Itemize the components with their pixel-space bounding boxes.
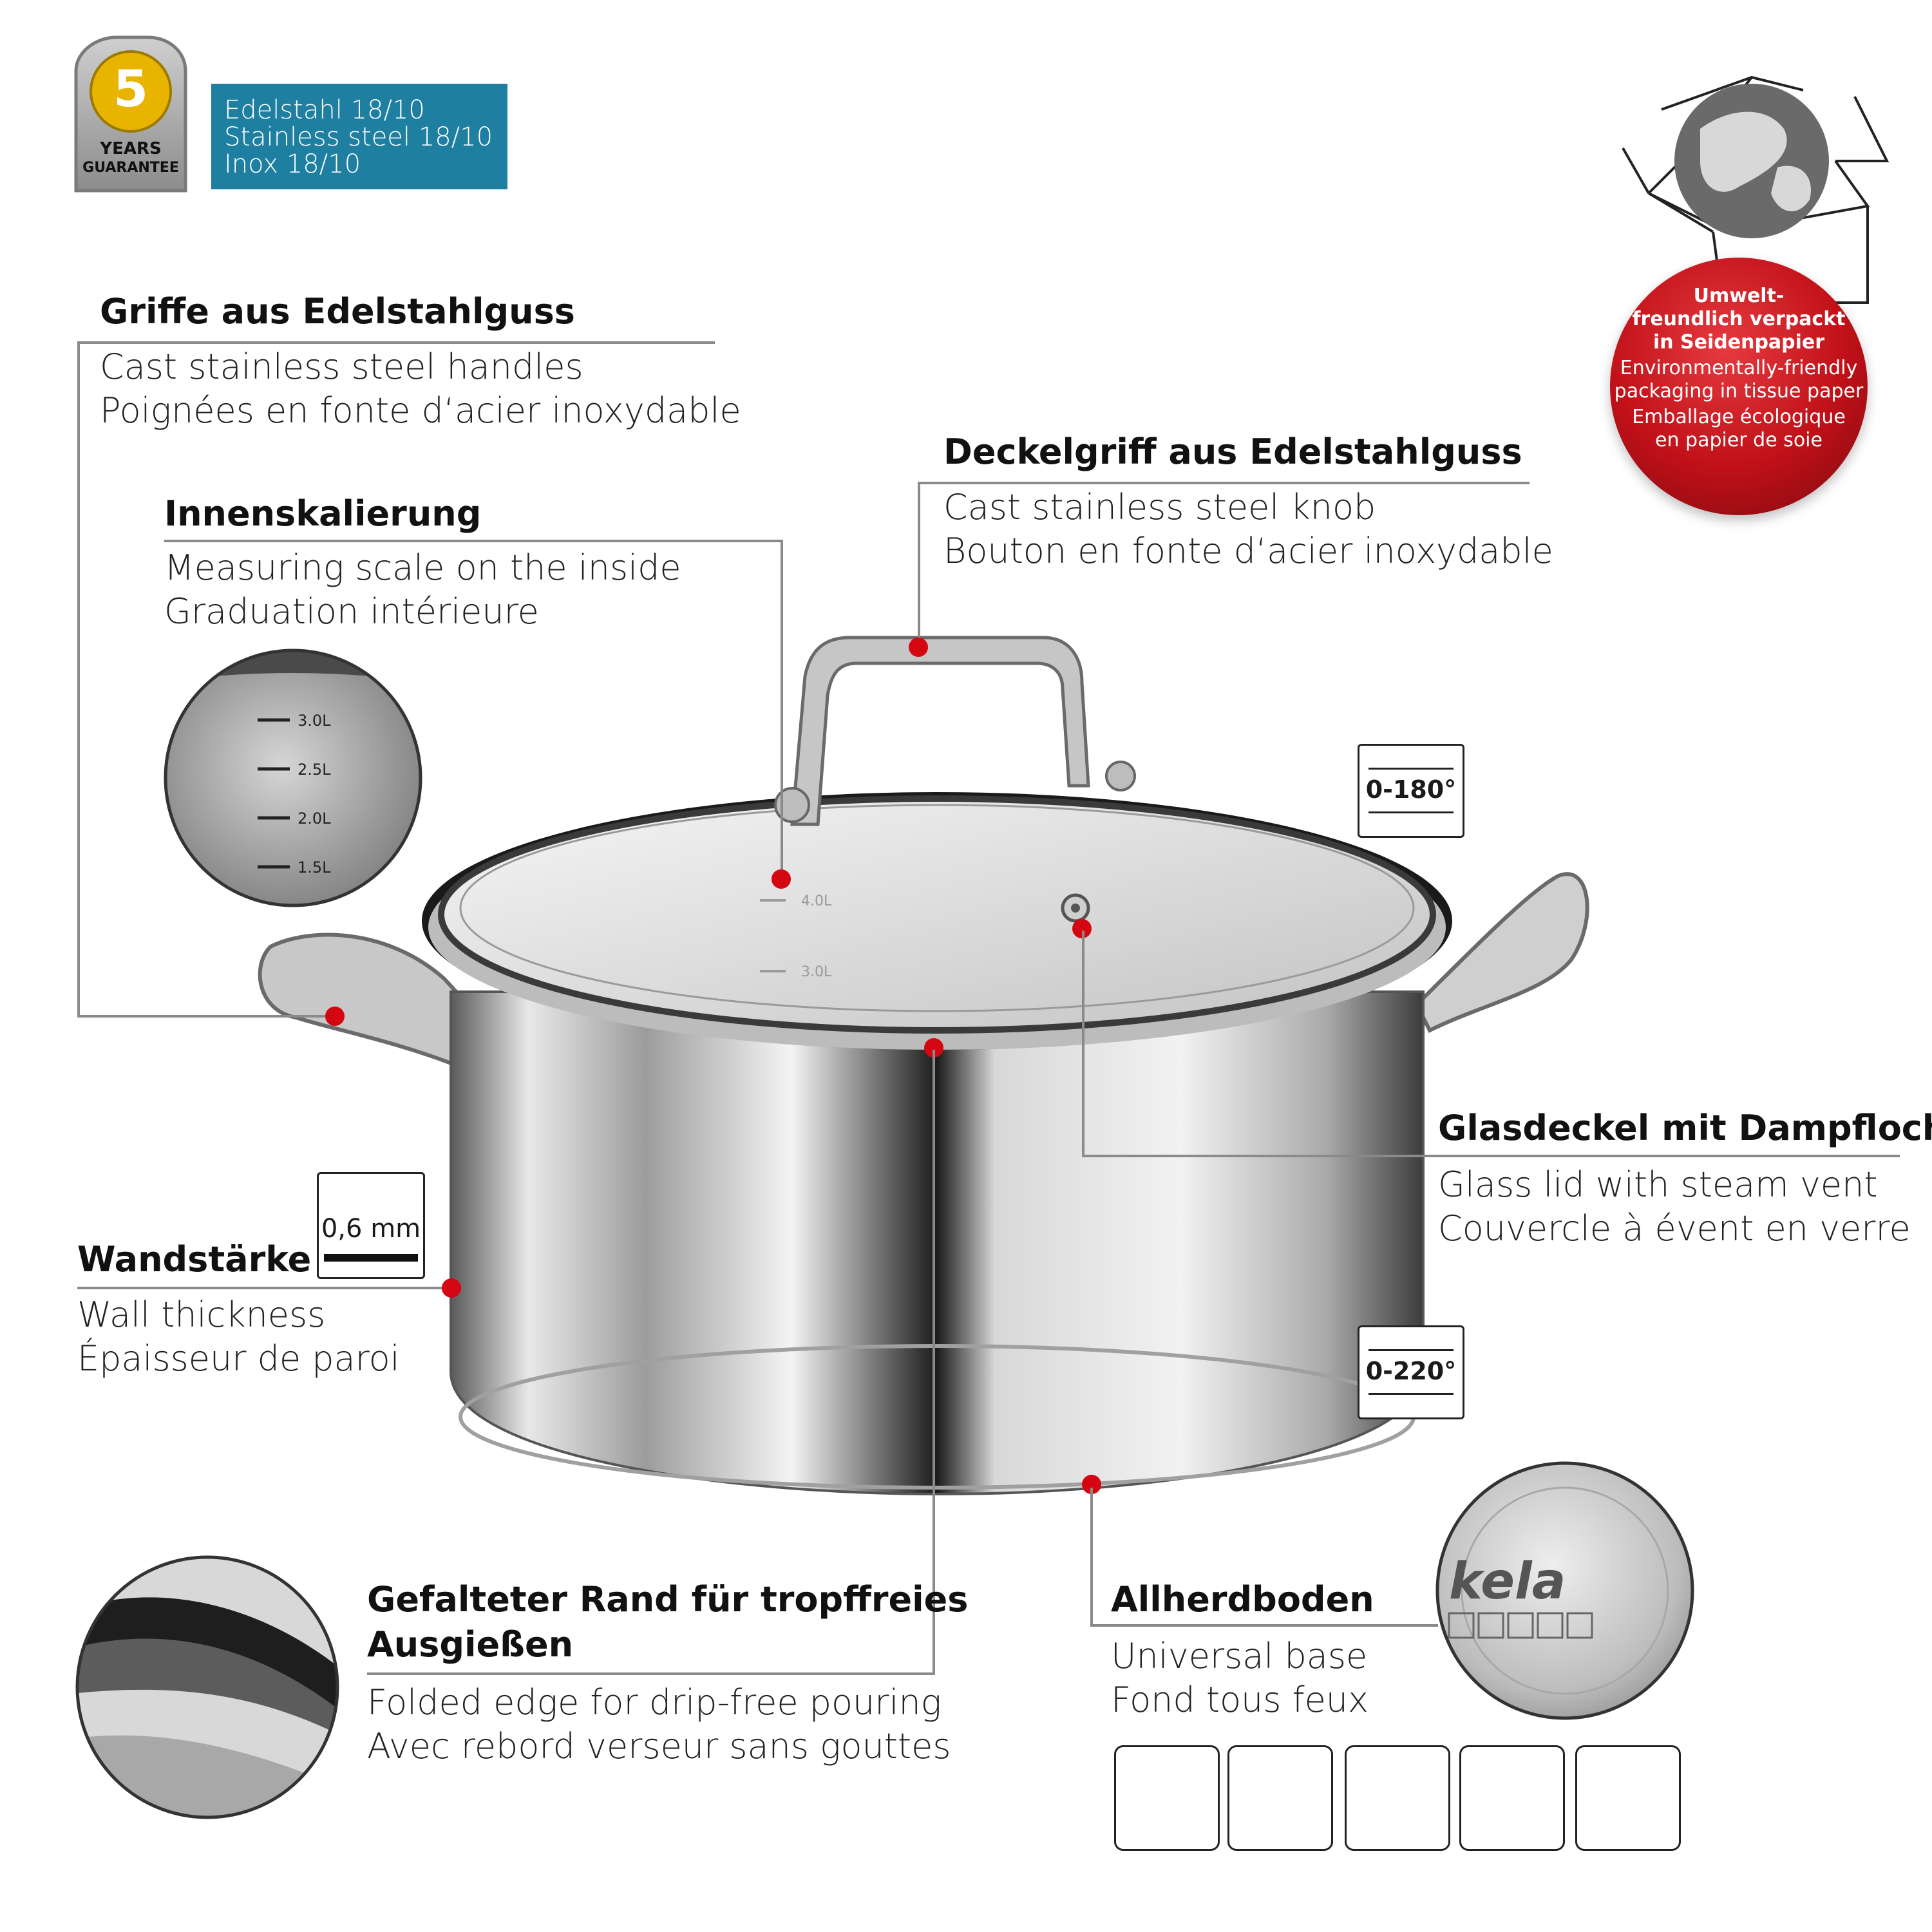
wall-marker — [442, 1278, 461, 1298]
ceramic-hob-icon — [1459, 1745, 1565, 1851]
pack-de3: in Seidenpapier — [1653, 331, 1825, 354]
pot-temp: 0-220° — [1365, 1357, 1457, 1385]
pack-en1: Environmentally-friendly — [1620, 357, 1858, 379]
lid-fr: Couvercle à évent en verre — [1438, 1208, 1911, 1249]
induction-hob-icon — [1575, 1745, 1681, 1851]
edge-fr: Avec rebord verseur sans gouttes — [367, 1726, 951, 1766]
pot-temp-box: 0-220° — [1358, 1325, 1464, 1419]
pack-fr2: en papier de soie — [1655, 429, 1823, 451]
wall-en: Wall thickness — [77, 1294, 326, 1335]
lid-en: Glass lid with steam vent — [1438, 1164, 1878, 1205]
knob-title: Deckelgriff aus Edelstahlguss — [943, 431, 1522, 472]
radiant-hob-icon — [1227, 1745, 1333, 1851]
edge-title-1: Gefalteter Rand für tropffreies — [367, 1579, 969, 1620]
knob-fr: Bouton en fonte d‘acier inoxydable — [943, 531, 1553, 571]
gas-hob-icon — [1345, 1745, 1450, 1851]
scale-en: Measuring scale on the inside — [164, 547, 681, 588]
wall-title: Wandstärke — [77, 1239, 312, 1280]
base-brand-logo: kela — [1449, 1553, 1566, 1611]
handles-title: Griffe aus Edelstahlguss — [100, 291, 575, 332]
eco-packaging-seal: Umwelt- freundlich verpackt in Seidenpap… — [1610, 258, 1868, 515]
material-en: Stainless steel 18/10 — [224, 122, 493, 152]
guarantee-badge: 5 YEARS GUARANTEE — [76, 37, 185, 191]
wall-thickness-box: 0,6 mm — [317, 1172, 425, 1279]
scale-mark-2-0: 2.0L — [298, 810, 331, 828]
scale-mark-3-0: 3.0L — [298, 712, 331, 730]
handles-marker — [325, 1007, 345, 1026]
guarantee-years: YEARS — [100, 139, 162, 158]
edge-en: Folded edge for drip-free pouring — [367, 1682, 942, 1723]
wall-thickness-value: 0,6 mm — [321, 1214, 421, 1244]
electric-hob-icon — [1114, 1745, 1220, 1851]
material-de: Edelstahl 18/10 — [224, 95, 425, 125]
scale-mark-2-5: 2.5L — [298, 761, 331, 779]
pot-mark-4: 4.0L — [801, 893, 832, 909]
scale-fr: Graduation intérieure — [164, 591, 539, 632]
pack-en2: packaging in tissue paper — [1614, 380, 1864, 402]
lid-title: Glasdeckel mit Dampfloch — [1438, 1108, 1932, 1148]
knob-marker — [909, 638, 928, 657]
guarantee-number: 5 — [113, 61, 149, 118]
pack-fr1: Emballage écologique — [1632, 406, 1846, 428]
lid-temp-box: 0-180° — [1358, 744, 1464, 838]
scale-title: Innenskalierung — [164, 493, 482, 534]
base-en: Universal base — [1111, 1636, 1368, 1676]
material-fr: Inox 18/10 — [224, 149, 361, 179]
handles-en: Cast stainless steel handles — [100, 346, 583, 387]
lid-temp: 0-180° — [1365, 775, 1457, 804]
knob-en: Cast stainless steel knob — [943, 487, 1376, 527]
wall-fr: Épaisseur de paroi — [77, 1338, 400, 1379]
edge-title-2: Ausgießen — [367, 1624, 574, 1665]
base-title: Allherdboden — [1111, 1579, 1374, 1620]
scale-marker — [772, 869, 791, 889]
pot-mark-3: 3.0L — [801, 964, 832, 980]
scale-mark-1-5: 1.5L — [298, 858, 331, 876]
pack-de1: Umwelt- — [1693, 285, 1785, 307]
base-fr: Fond tous feux — [1111, 1680, 1368, 1720]
handles-fr: Poignées en fonte d‘acier inoxydable — [100, 390, 741, 431]
material-badge: Edelstahl 18/10 Stainless steel 18/10 In… — [211, 84, 507, 189]
pack-de2: freundlich verpackt — [1632, 308, 1846, 330]
guarantee-label: GUARANTEE — [82, 160, 179, 176]
